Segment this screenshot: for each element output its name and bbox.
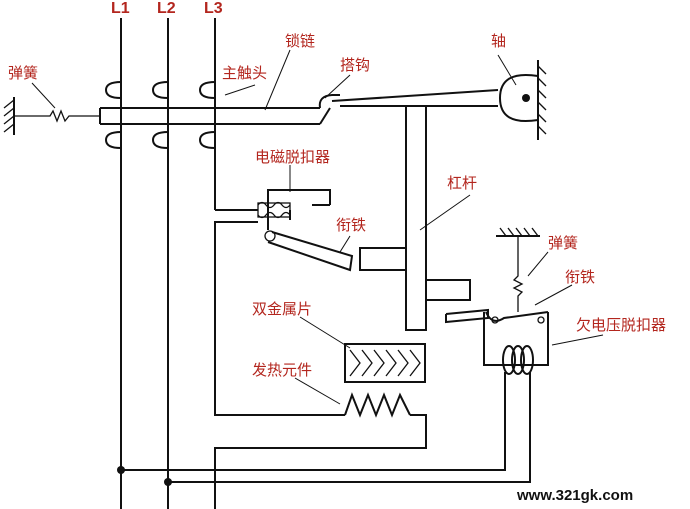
- contact-bar: [99, 94, 340, 125]
- label-main-contact: 主触头: [222, 64, 267, 82]
- label-armature-upper: 衔铁: [336, 216, 366, 234]
- label-armature-lower: 衔铁: [565, 268, 595, 286]
- watermark-text: www.321gk.com: [516, 487, 633, 504]
- label-shaft: 轴: [491, 32, 506, 50]
- electromagnetic-release: [215, 189, 331, 230]
- label-spring-right: 弹簧: [548, 234, 578, 252]
- shaft-icon: [498, 60, 547, 140]
- wall-anchor-left: [3, 97, 15, 135]
- label-l1: L1: [111, 0, 130, 17]
- main-contacts: [104, 81, 216, 149]
- label-l3: L3: [204, 0, 223, 17]
- label-hook: 搭钩: [340, 56, 370, 74]
- label-heating-element: 发热元件: [252, 361, 312, 379]
- spring-right: [496, 227, 540, 312]
- heating-element: [344, 392, 411, 418]
- junction-dots: [117, 466, 172, 486]
- label-lock-chain: 锁链: [285, 32, 315, 50]
- heater-wire: [214, 221, 427, 509]
- hook-arm: [331, 89, 499, 330]
- label-l2: L2: [157, 0, 176, 17]
- label-spring-left: 弹簧: [8, 64, 38, 82]
- leader-lines: [31, 49, 604, 405]
- bimetal-strip: [344, 343, 426, 383]
- armature-upper: [264, 230, 354, 272]
- label-undervoltage-release: 欠电压脱扣器: [576, 316, 666, 334]
- label-bimetal: 双金属片: [252, 300, 312, 318]
- label-electromagnetic-release: 电磁脱扣器: [255, 148, 330, 166]
- spring-left: [14, 109, 100, 123]
- label-lever: 杠杆: [447, 174, 477, 192]
- undervoltage-release: [121, 308, 549, 483]
- lever: [359, 247, 471, 331]
